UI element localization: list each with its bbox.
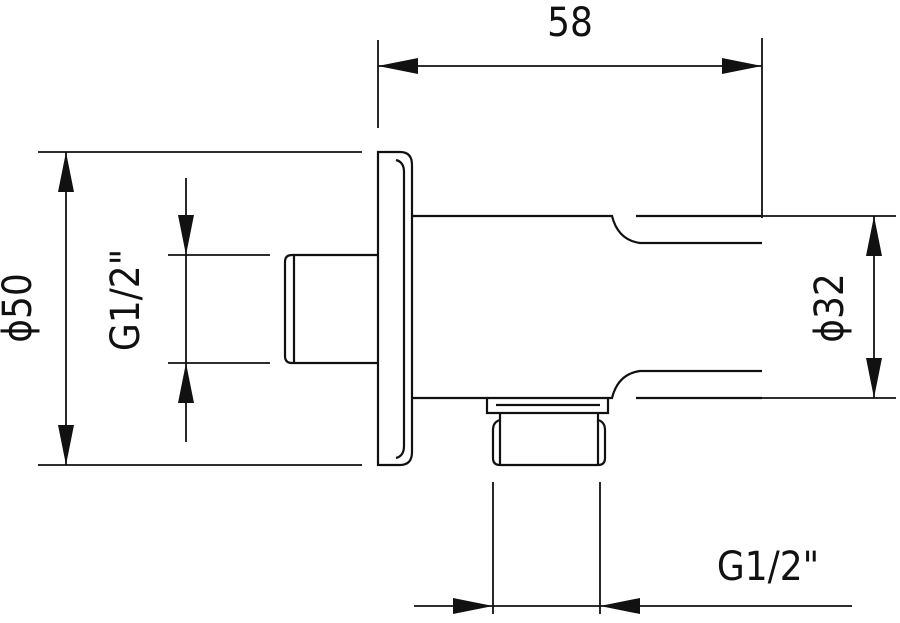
wall-flange-inner-edge xyxy=(395,158,406,460)
main-body xyxy=(412,214,762,400)
dimension-length: 58 xyxy=(377,0,763,218)
dimension-rear-thread: G1/2" xyxy=(103,178,270,442)
dimension-outlet-thread: G1/2" xyxy=(414,482,852,614)
outlet-thread xyxy=(491,413,607,467)
dimension-label-body-diameter: ϕ32 xyxy=(807,273,853,343)
dimension-label-outlet-thread: G1/2" xyxy=(717,544,819,590)
dimension-body-diameter: ϕ32 xyxy=(762,215,896,399)
dimension-label-flange-diameter: ϕ50 xyxy=(0,273,41,343)
wall-flange xyxy=(376,150,414,467)
rear-nipple xyxy=(283,253,378,365)
dimension-flange-diameter: ϕ50 xyxy=(0,151,362,466)
outlet-collar xyxy=(485,398,610,415)
part-outline xyxy=(283,150,762,467)
dimension-label-rear-thread: G1/2" xyxy=(103,249,149,351)
dimension-label-length: 58 xyxy=(547,0,593,46)
